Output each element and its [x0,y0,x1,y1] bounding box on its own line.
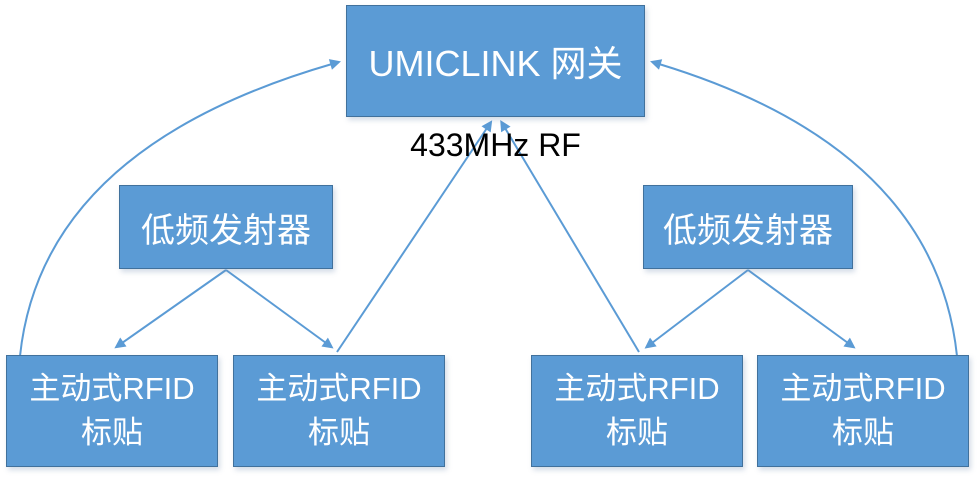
arrow-tag3-to-gateway [500,119,640,353]
rfid-tag-2-label-line2: 标贴 [308,415,370,450]
rfid-tag-1-node: 主动式RFID 标贴 [6,355,218,467]
transmitter-left-label: 低频发射器 [141,211,311,250]
rfid-tag-3-label-line2: 标贴 [606,415,668,450]
arrow-transmitter-right-to-tag4 [747,269,856,349]
rf-frequency-label: 433MHz RF [410,127,581,163]
arrow-tag1-to-gateway [19,59,341,357]
transmitter-right-node: 低频发射器 [643,185,853,269]
arrow-tag4-to-gateway [650,59,958,357]
rfid-tag-1-label-line2: 标贴 [81,415,143,450]
gateway-label: UMICLINK 网关 [368,43,623,84]
rfid-tag-2-node: 主动式RFID 标贴 [233,355,445,467]
rfid-tag-4-label-line1: 主动式RFID [780,371,946,406]
arrow-tag2-to-gateway [336,120,493,353]
transmitter-left-node: 低频发射器 [119,185,333,269]
rfid-tag-2-label-line1: 主动式RFID [256,371,422,406]
rfid-tag-3-label-line1: 主动式RFID [554,371,720,406]
gateway-node: UMICLINK 网关 [346,5,645,117]
arrow-transmitter-left-to-tag1 [114,269,227,349]
rfid-tag-4-node: 主动式RFID 标贴 [757,355,969,467]
rfid-tag-1-label-line1: 主动式RFID [29,371,195,406]
arrow-transmitter-right-to-tag3 [644,269,749,349]
rfid-tag-4-label-line2: 标贴 [832,415,894,450]
arrow-transmitter-left-to-tag2 [225,269,334,349]
rfid-tag-3-node: 主动式RFID 标贴 [531,355,743,467]
transmitter-right-label: 低频发射器 [663,211,833,250]
